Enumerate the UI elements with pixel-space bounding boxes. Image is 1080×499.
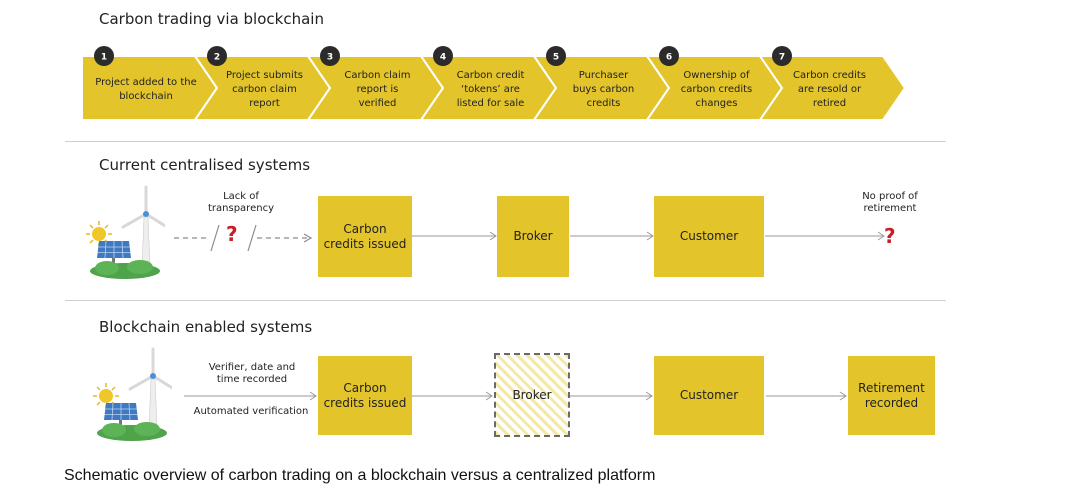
verifier-label-line2: time recorded (216, 374, 288, 385)
section-divider (65, 300, 946, 301)
section-divider (65, 141, 946, 142)
process-step-7 (758, 55, 907, 121)
section-title-blockchain-process: Carbon trading via blockchain (99, 10, 324, 28)
step-label-line: Purchaser (579, 70, 629, 81)
step-label-line: Project submits (226, 70, 303, 81)
step-number: 4 (440, 53, 446, 63)
no-proof-label: No proof of retirement (845, 191, 935, 215)
section-title-centralised: Current centralised systems (99, 156, 311, 174)
step-label-line: verified (359, 98, 397, 109)
step-label-line: Ownership of (683, 70, 750, 81)
lack-label-line2: transparency (208, 203, 274, 214)
step-label-line: changes (695, 98, 737, 109)
box-broker-bypassed: Broker (494, 353, 570, 437)
step-label-line: buys carbon (573, 84, 635, 95)
figure-caption: Schematic overview of carbon trading on … (64, 467, 656, 484)
question-mark-transparency: ? (226, 222, 238, 246)
step-label-line: blockchain (119, 91, 173, 102)
step-label-line: credits (587, 98, 621, 109)
step-label-line: listed for sale (457, 98, 525, 109)
box-carbon-line2: credits issued (323, 395, 407, 410)
box-retirement-line1: Retirement (858, 380, 925, 395)
no-proof-line1: No proof of (862, 191, 918, 202)
step-number-badge-icon (546, 46, 566, 66)
step-number: 7 (779, 53, 785, 63)
automated-verification-label: Automated verification (193, 406, 309, 417)
question-mark-retirement: ? (884, 224, 896, 248)
step-number: 5 (553, 53, 559, 63)
box-carbon-line1: Carbon (343, 221, 387, 236)
step-number: 6 (666, 53, 672, 63)
step-number-badge-icon (433, 46, 453, 66)
step-label-line: ‘tokens’ are (461, 84, 520, 95)
step-label-line: carbon credits (681, 84, 753, 95)
step-label-line: retired (813, 98, 846, 109)
step-label-line: Project added to the (95, 77, 197, 88)
box-carbon-line2: credits issued (323, 236, 407, 251)
box-retirement-line2: recorded (864, 395, 919, 410)
verifier-label-line1: Verifier, date and (208, 362, 296, 373)
step-label-line: report (249, 98, 280, 109)
step-number-badge-icon (94, 46, 114, 66)
flow-arrows-blockchain (184, 391, 847, 401)
dashed-arrow-centralised (174, 224, 313, 252)
step-number: 2 (214, 53, 220, 63)
box-broker: Broker (497, 196, 569, 277)
flow-arrows-centralised (412, 231, 885, 241)
verifier-label: Verifier, date and time recorded (200, 362, 304, 386)
step-number-badge-icon (320, 46, 340, 66)
box-customer: Customer (654, 356, 764, 435)
step-label-line: Carbon claim (344, 70, 410, 81)
step-label-line: report is (357, 84, 399, 95)
renewable-energy-icon (93, 347, 172, 441)
step-number-badge-icon (659, 46, 679, 66)
step-number-badge-icon (207, 46, 227, 66)
step-number: 3 (327, 53, 333, 63)
section-title-blockchain-enabled: Blockchain enabled systems (99, 318, 313, 336)
box-carbon-line1: Carbon (343, 380, 387, 395)
step-label-line: Carbon credit (457, 70, 525, 81)
step-label-line: Carbon credits (793, 70, 866, 81)
step-label-line: carbon claim (232, 84, 297, 95)
box-customer: Customer (654, 196, 764, 277)
step-number: 1 (101, 53, 107, 63)
renewable-energy-icon (86, 185, 165, 279)
step-number-badge-icon (772, 46, 792, 66)
step-label-line: are resold or (798, 84, 862, 95)
lack-of-transparency-label: Lack of transparency (196, 191, 286, 215)
no-proof-line2: retirement (863, 203, 917, 214)
lack-label-line1: Lack of (223, 191, 259, 202)
